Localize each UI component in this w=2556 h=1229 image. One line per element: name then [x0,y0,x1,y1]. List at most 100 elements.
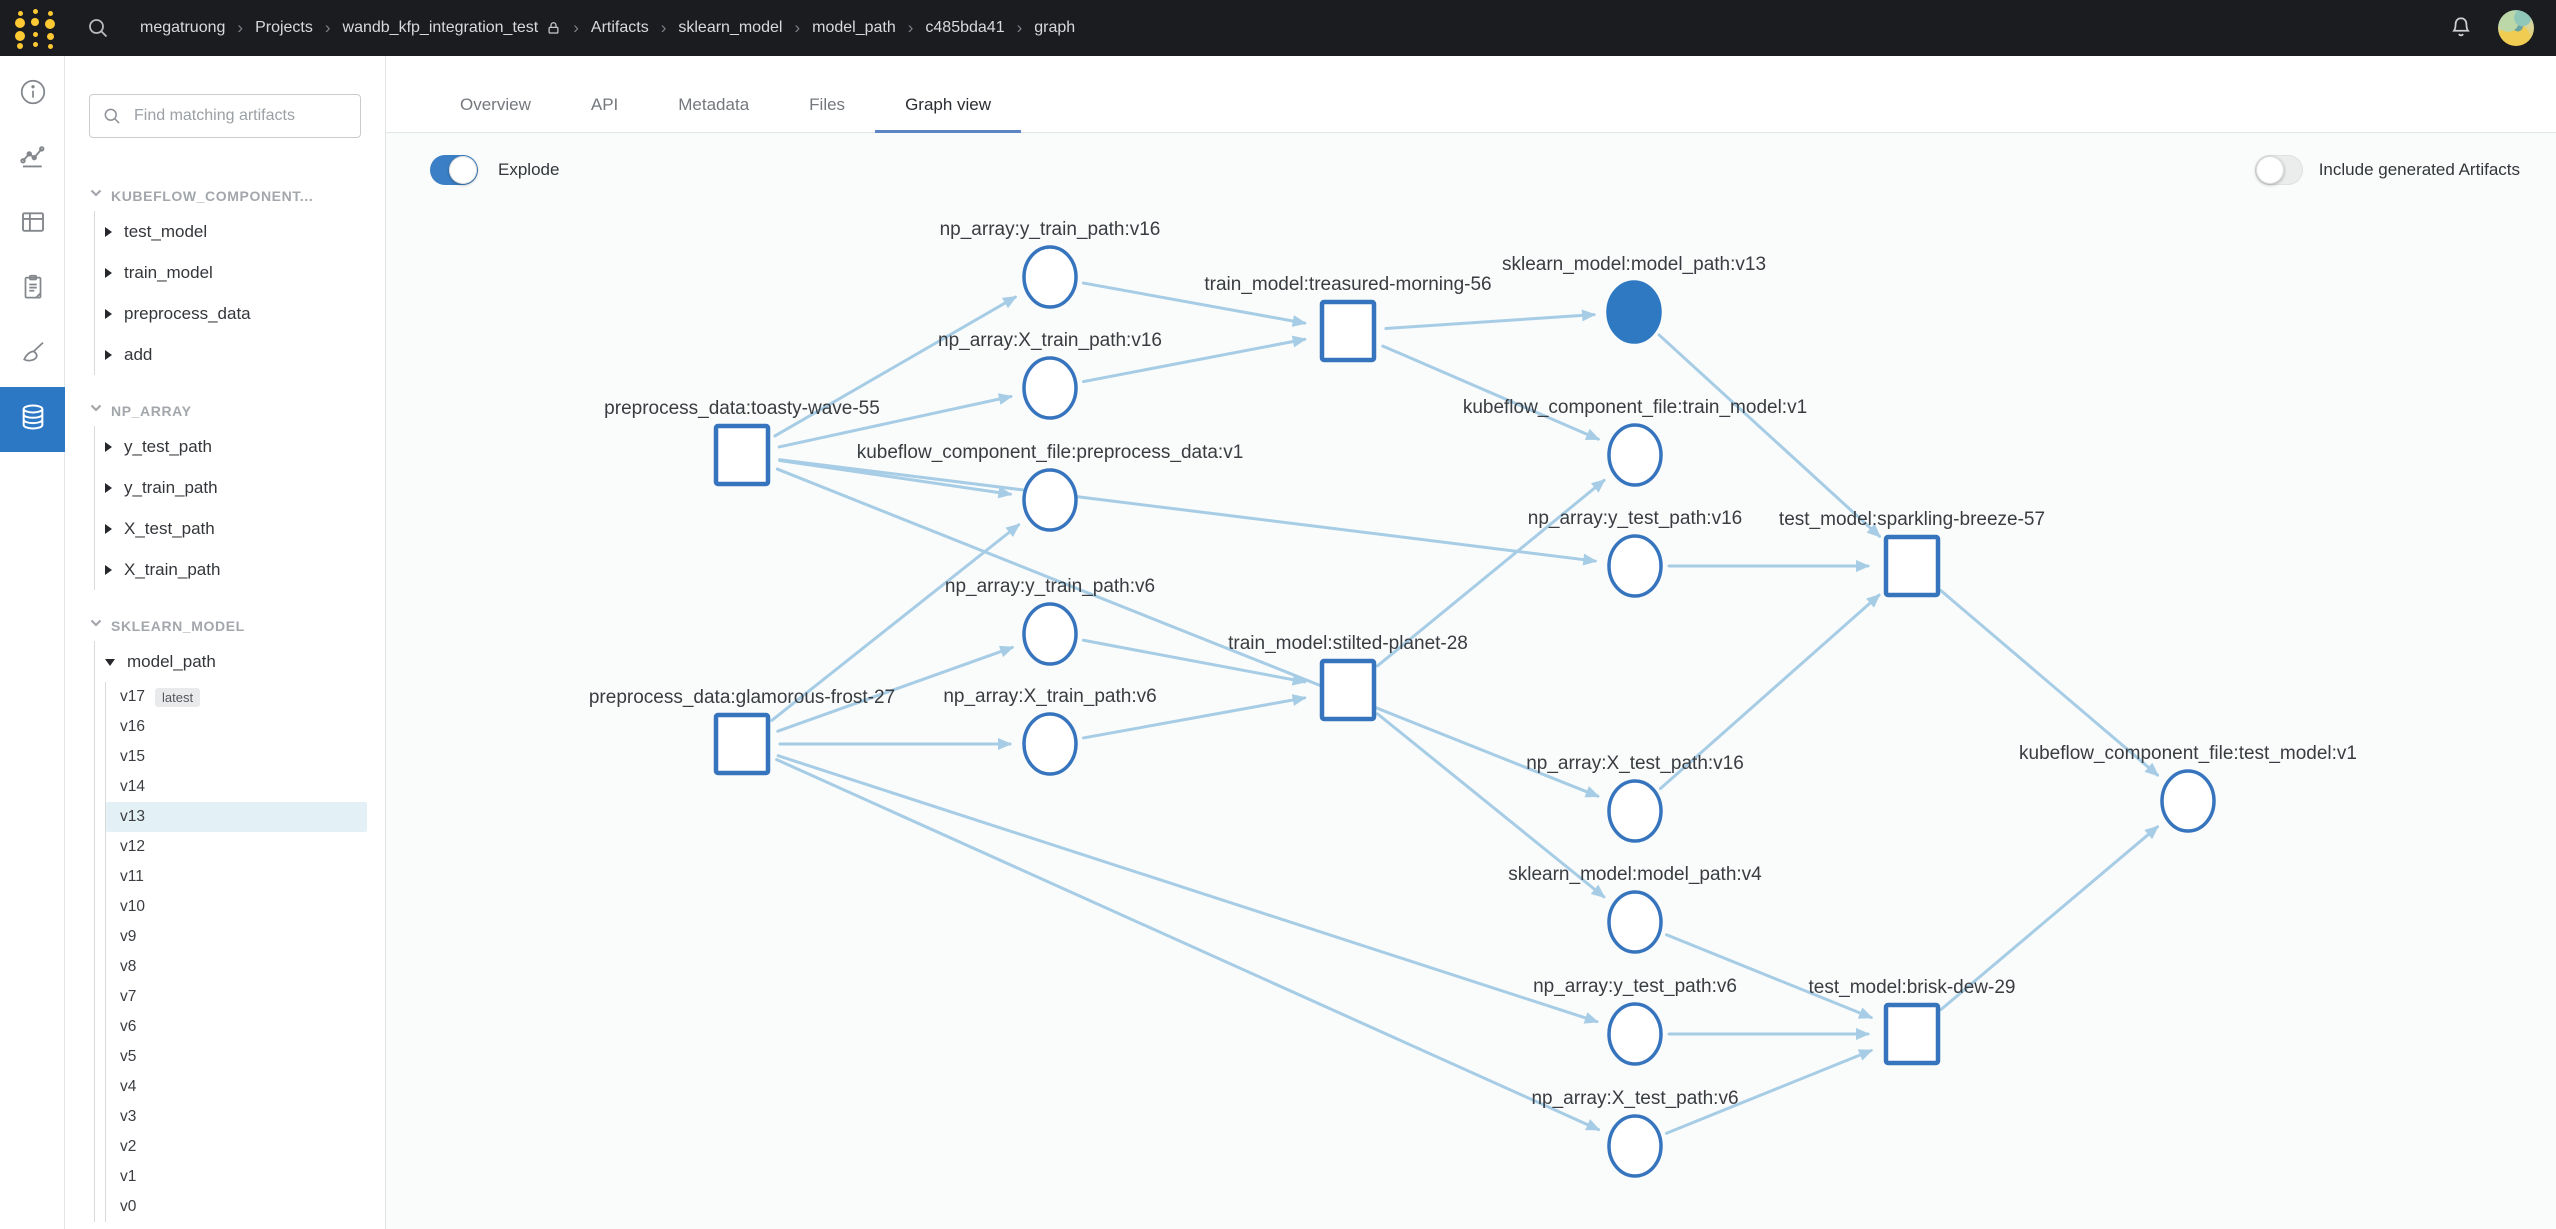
graph-node-sparkling[interactable] [1883,534,1941,598]
version-v3[interactable]: v3 [106,1102,367,1132]
sidebar-item-add[interactable]: add [95,334,367,375]
tab-api[interactable]: API [590,95,619,114]
tree-section-header[interactable]: KUBEFLOW_COMPONENT... [89,186,367,205]
tab-metadata[interactable]: Metadata [678,95,750,114]
graph-node-y_train16[interactable] [1022,245,1078,309]
reports-icon [18,272,48,307]
version-v15[interactable]: v15 [106,742,367,772]
version-v10[interactable]: v10 [106,892,367,922]
breadcrumb-item[interactable]: c485bda41 [925,19,1005,36]
caret-right-icon [105,267,112,278]
version-v11[interactable]: v11 [106,862,367,892]
breadcrumb-item[interactable]: wandb_kfp_integration_test [342,19,539,36]
rail-item-info[interactable] [0,62,65,127]
breadcrumb-item[interactable]: model_path [812,19,896,36]
graph-node-brisk[interactable] [1883,1002,1941,1066]
breadcrumb-item[interactable]: Artifacts [590,19,649,36]
tree-item-label: model_path [127,651,216,671]
graph-node-train_file[interactable] [1607,423,1663,487]
sidebar-item-y_test_path[interactable]: y_test_path [95,426,367,467]
caret-right-icon [105,564,112,575]
rail-item-sweeps[interactable] [0,322,65,387]
tables-icon [18,207,48,242]
tree-item-label: add [124,344,153,364]
sidebar-item-y_train_path[interactable]: y_train_path [95,467,367,508]
rail-item-artifacts[interactable] [0,387,65,452]
breadcrumb-item[interactable]: graph [1034,19,1076,36]
include-generated-toggle[interactable] [2254,155,2303,185]
graph-node-y_test6[interactable] [1607,1002,1663,1066]
chevron-down-icon [89,616,103,635]
version-v6[interactable]: v6 [106,1012,367,1042]
graph-node-model_v4[interactable] [1607,890,1663,954]
sidebar-item-test_model[interactable]: test_model [95,211,367,252]
tree-section-label: SKLEARN_MODEL [111,617,245,634]
graph-node-X_test16[interactable] [1607,779,1663,843]
tab-files[interactable]: Files [809,95,846,114]
sidebar-item-X_test_path[interactable]: X_test_path [95,508,367,549]
topbar: megatruong › Projects › wandb_kfp_integratio… [0,0,2556,56]
tree-item-label: preprocess_data [124,303,251,323]
notifications-bell-icon[interactable] [2448,15,2474,41]
graph-node-treasured[interactable] [1319,299,1377,363]
graph-node-X_test6[interactable] [1607,1114,1663,1178]
breadcrumb-item[interactable]: Projects [255,19,313,36]
graph-edge-stilted-model_v4 [1376,712,1606,899]
explode-toggle[interactable] [430,155,478,185]
search-icon[interactable] [86,16,110,40]
tree-section-label: KUBEFLOW_COMPONENT... [111,187,314,204]
rail-item-reports[interactable] [0,257,65,322]
tree-section-header[interactable]: SKLEARN_MODEL [89,616,367,635]
graph-node-model_v13[interactable] [1606,280,1662,344]
rail-item-charts[interactable] [0,127,65,192]
version-v9[interactable]: v9 [106,922,367,952]
sidebar-item-preprocess_data[interactable]: preprocess_data [95,293,367,334]
version-v16[interactable]: v16 [106,712,367,742]
graph-node-toasty[interactable] [713,423,771,487]
graph-node-preprocess_file[interactable] [1022,468,1078,532]
artifacts-icon [17,401,49,438]
tab-overview[interactable]: Overview [460,95,531,114]
version-v0[interactable]: v0 [106,1192,367,1222]
sidebar-item-model_path[interactable]: model_path [95,641,367,682]
graph-node-y_train6[interactable] [1022,602,1078,666]
version-v14[interactable]: v14 [106,772,367,802]
version-label: v11 [120,868,144,885]
graph-node-X_train16[interactable] [1022,356,1078,420]
graph-node-test_file[interactable] [2160,769,2216,833]
version-v5[interactable]: v5 [106,1042,367,1072]
tree-section-header[interactable]: NP_ARRAY [89,401,367,420]
sidebar-item-X_train_path[interactable]: X_train_path [95,549,367,590]
breadcrumb-item[interactable]: megatruong [140,19,226,36]
explode-control: Explode [430,155,559,185]
breadcrumb-separator-icon: › [794,18,801,37]
version-v13[interactable]: v13 [106,802,367,832]
sidebar-item-train_model[interactable]: train_model [95,252,367,293]
version-v8[interactable]: v8 [106,952,367,982]
graph-node-label: train_model:stilted-planet-28 [1228,633,1468,654]
graph-node-X_train6[interactable] [1022,712,1078,776]
graph-node-stilted[interactable] [1319,658,1377,722]
graph-node-y_test16[interactable] [1607,534,1663,598]
lock-icon [546,20,561,36]
version-v12[interactable]: v12 [106,832,367,862]
avatar[interactable] [2498,10,2534,46]
graph-node-glamorous[interactable] [713,712,771,776]
version-v1[interactable]: v1 [106,1162,367,1192]
rail-item-tables[interactable] [0,192,65,257]
tab-graph-view[interactable]: Graph view [875,95,1022,133]
version-v7[interactable]: v7 [106,982,367,1012]
version-label: v10 [120,898,145,915]
version-v4[interactable]: v4 [106,1072,367,1102]
caret-down-icon [105,659,115,666]
breadcrumb-separator-icon: › [573,18,579,37]
version-v2[interactable]: v2 [106,1132,367,1162]
graph-edge-toasty-y_train16 [773,295,1018,438]
breadcrumb-item[interactable]: sklearn_model [678,19,783,36]
graph-node-label: np_array:X_test_path:v6 [1531,1088,1738,1109]
artifact-search[interactable] [89,94,361,138]
wandb-logo-icon[interactable] [14,5,60,51]
search-input[interactable] [132,106,348,126]
